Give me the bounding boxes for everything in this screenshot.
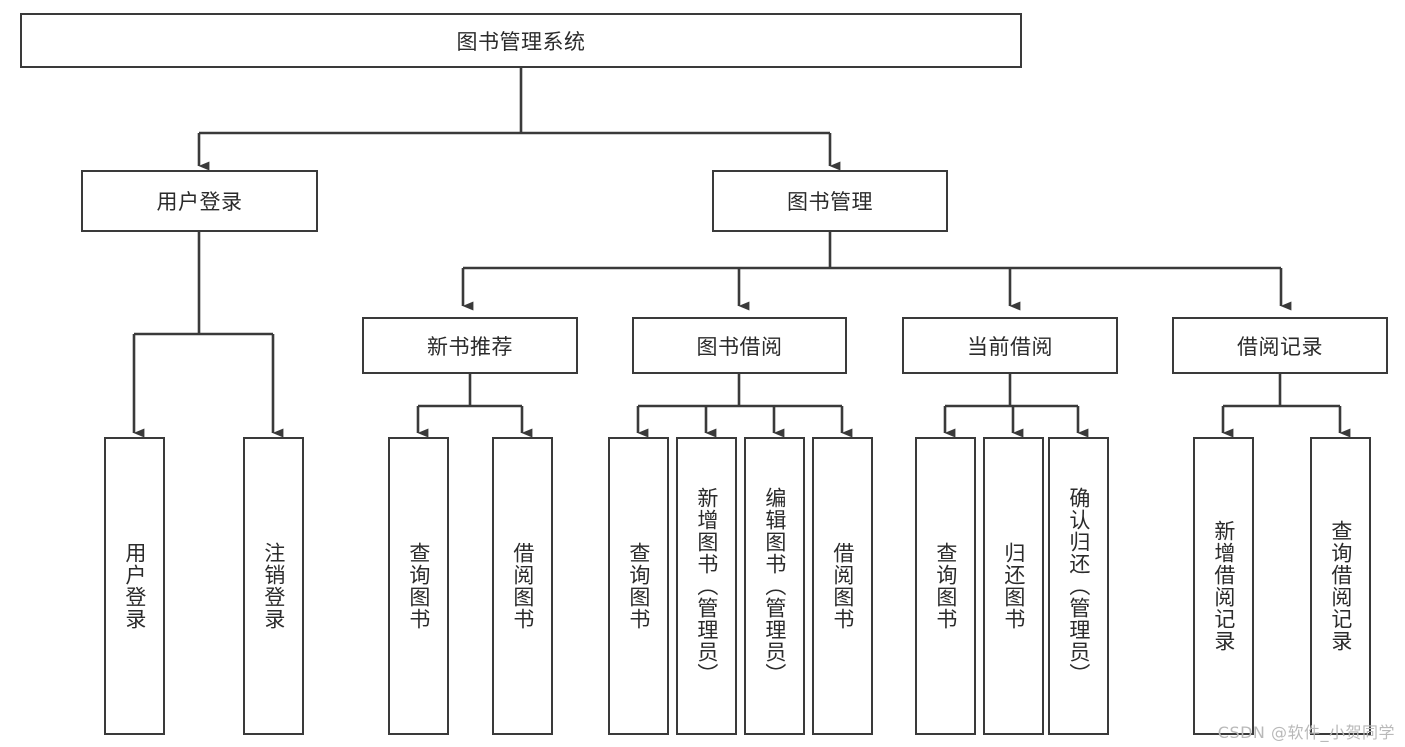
node-label: 新增图书（管理员） [694, 487, 719, 685]
leaf-book-borrow-edit-book-admin[interactable]: 编辑图书（管理员） [744, 437, 805, 735]
node-borrow-record[interactable]: 借阅记录 [1172, 317, 1388, 374]
node-label: 图书管理 [787, 190, 873, 214]
node-label: 图书管理系统 [456, 29, 586, 54]
leaf-new-book-borrow-book[interactable]: 借阅图书 [492, 437, 553, 735]
node-label: 查询图书 [933, 542, 958, 630]
leaf-current-borrow-query-book[interactable]: 查询图书 [915, 437, 976, 735]
leaf-borrow-record-query-record[interactable]: 查询借阅记录 [1310, 437, 1371, 735]
node-label: 新书推荐 [427, 334, 513, 359]
node-label: 查询图书 [406, 542, 431, 630]
node-label: 归还图书 [1001, 542, 1026, 630]
node-label: 用户登录 [122, 542, 147, 630]
leaf-user-login-logout[interactable]: 注销登录 [243, 437, 304, 735]
leaf-user-login-login[interactable]: 用户登录 [104, 437, 165, 735]
node-new-book-recommend[interactable]: 新书推荐 [362, 317, 578, 374]
node-label: 注销登录 [261, 542, 286, 630]
leaf-book-borrow-query-book[interactable]: 查询图书 [608, 437, 669, 735]
node-label: 当前借阅 [967, 334, 1053, 359]
node-label: 确认归还（管理员） [1066, 487, 1091, 685]
leaf-book-borrow-add-book-admin[interactable]: 新增图书（管理员） [676, 437, 737, 735]
leaf-book-borrow-borrow-book[interactable]: 借阅图书 [812, 437, 873, 735]
leaf-current-borrow-confirm-return-admin[interactable]: 确认归还（管理员） [1048, 437, 1109, 735]
node-book-management[interactable]: 图书管理 [712, 170, 948, 232]
node-label: 图书借阅 [696, 334, 783, 359]
node-book-borrow[interactable]: 图书借阅 [632, 317, 847, 374]
node-label: 借阅图书 [510, 542, 535, 630]
leaf-current-borrow-return-book[interactable]: 归还图书 [983, 437, 1044, 735]
node-root-book-management-system[interactable]: 图书管理系统 [20, 13, 1022, 68]
node-label: 用户登录 [156, 190, 243, 214]
node-current-borrow[interactable]: 当前借阅 [902, 317, 1118, 374]
node-user-login[interactable]: 用户登录 [81, 170, 318, 232]
leaf-borrow-record-add-record[interactable]: 新增借阅记录 [1193, 437, 1254, 735]
node-label: 编辑图书（管理员） [762, 487, 787, 685]
node-label: 借阅图书 [830, 542, 855, 630]
node-label: 查询图书 [626, 542, 651, 630]
node-label: 查询借阅记录 [1328, 520, 1353, 652]
leaf-new-book-query-book[interactable]: 查询图书 [388, 437, 449, 735]
node-label: 借阅记录 [1237, 334, 1323, 359]
node-label: 新增借阅记录 [1211, 520, 1236, 652]
